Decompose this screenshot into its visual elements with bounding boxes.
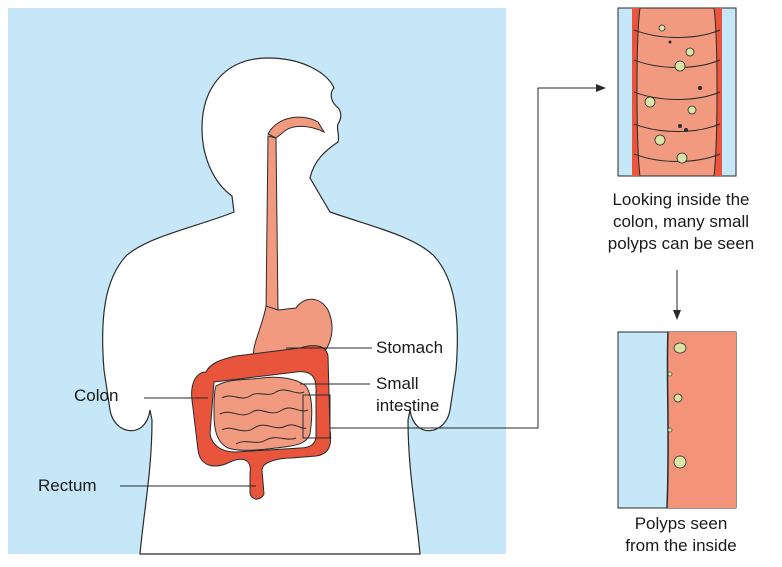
polyps-view-caption-line1: Polyps seen (600, 514, 762, 534)
esophagus (266, 136, 278, 310)
stomach-label: Stomach (376, 338, 443, 357)
inside-colon-inset (618, 8, 736, 176)
inside-view-caption-line3: polyps can be seen (590, 234, 772, 254)
polyps-view-caption-line2: from the inside (600, 536, 762, 556)
small-intestine-label-line2: intestine (376, 396, 439, 415)
small-intestine-label-line1: Small (376, 374, 419, 393)
colon-label: Colon (74, 386, 118, 405)
inside-view-caption-line2: colon, many small (590, 212, 772, 232)
arrowhead-right (596, 84, 606, 92)
rectum-label: Rectum (38, 476, 97, 495)
arrowhead-down (673, 310, 681, 320)
inside-view-caption-line1: Looking inside the (590, 190, 772, 210)
polyps-wall-inset (618, 332, 736, 508)
small-intestine-organ (214, 377, 312, 450)
